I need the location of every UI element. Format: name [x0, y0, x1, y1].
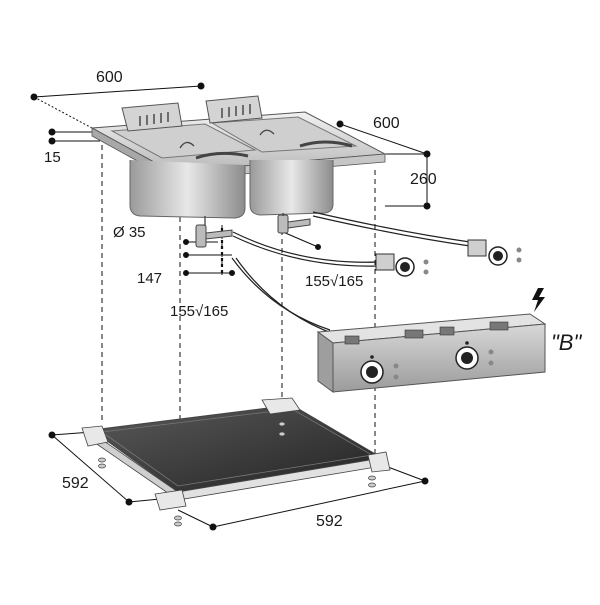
dim-top-depth: 600	[373, 115, 400, 132]
dim-base-width: 592	[62, 475, 89, 492]
connector-left	[375, 253, 429, 277]
control-box-label: "B"	[551, 330, 582, 355]
dim-drain-offset: 147	[137, 270, 162, 287]
knob-icon	[455, 341, 479, 370]
dim-rim-thickness: 15	[44, 149, 61, 166]
base-frame	[81, 397, 391, 527]
dim-top-width: 600	[96, 69, 123, 86]
cable-connectors	[375, 239, 522, 277]
dimension-labels: 600 600 15 260 Ø 35 147 155√165 155√165 …	[44, 69, 582, 530]
power-cables	[231, 211, 471, 335]
knob-icon	[360, 355, 384, 384]
connector-right	[467, 239, 522, 266]
dim-cable-length-left: 155√165	[170, 303, 228, 320]
dim-drain-diameter: Ø 35	[113, 224, 146, 241]
control-box	[316, 313, 547, 393]
dimension-lines	[30, 82, 431, 531]
projection-lines	[101, 145, 376, 460]
dim-base-depth: 592	[316, 513, 343, 530]
fryer-top-assembly	[90, 95, 387, 248]
electric-bolt-icon	[532, 288, 545, 312]
dim-cable-length-right: 155√165	[305, 273, 363, 290]
dim-basin-height: 260	[410, 171, 437, 188]
